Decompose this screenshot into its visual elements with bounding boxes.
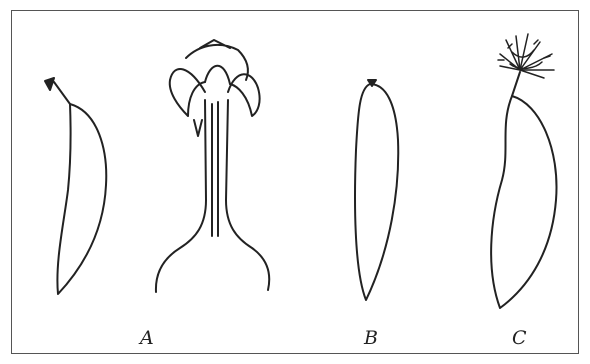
seedling-a-crown [186,40,248,80]
label-c: C [512,327,527,349]
seedling-a [156,40,269,292]
label-b: B [363,327,378,349]
seedling-a-base-right [226,200,269,290]
achene-hooked-outline [57,104,106,294]
achene-c-outline [491,96,556,308]
seedling-a-crown-inner [205,66,230,84]
seedling-a-base-left [156,200,206,292]
achene-c [491,34,556,308]
seedling-a-left-horn [170,69,205,116]
achene-hooked [45,78,106,294]
seedling-a-stem-left [205,100,206,200]
seedling-a-stem-right [226,100,228,200]
achene-b-outline [355,84,398,300]
achene-hooked-beak [54,82,70,104]
seedling-a-notch-left [194,120,202,136]
achene-b [355,80,398,300]
label-a: A [138,327,154,349]
achene-c-pappus [498,34,554,78]
achene-c-neck [512,72,520,96]
achene-hooked-tip [45,78,54,90]
seedling-a-right-horn [228,74,260,116]
